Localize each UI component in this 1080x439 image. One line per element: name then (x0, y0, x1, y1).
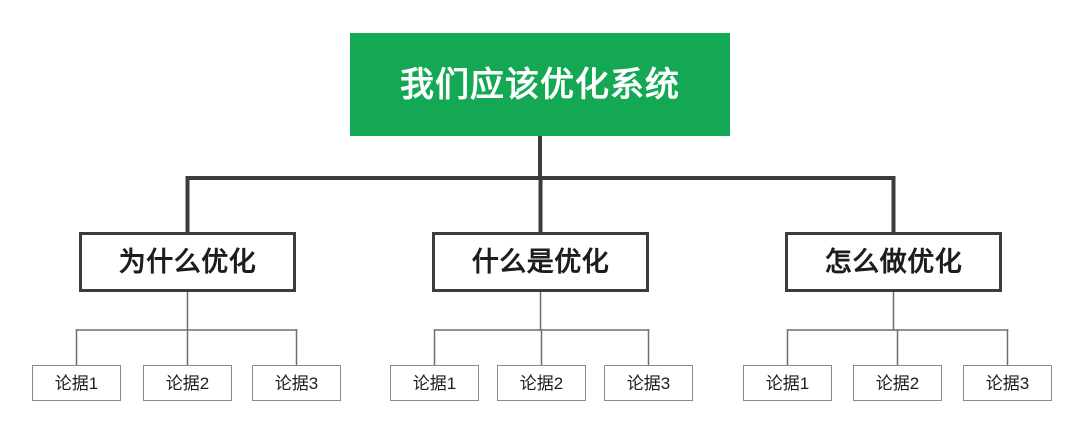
leaf-node-1-2[interactable]: 论据3 (604, 365, 693, 401)
leaf-node-1-0-label: 论据1 (412, 373, 457, 393)
leaf-node-0-1[interactable]: 论据2 (143, 365, 232, 401)
branch-node-1[interactable]: 什么是优化 (432, 232, 649, 292)
leaf-node-1-1-label: 论据2 (519, 373, 564, 393)
leaf-node-0-0-label: 论据1 (54, 373, 99, 393)
branch-node-1-label: 什么是优化 (471, 246, 610, 277)
leaf-node-1-1[interactable]: 论据2 (497, 365, 586, 401)
leaf-node-1-2-label: 论据3 (626, 373, 671, 393)
leaf-node-0-0[interactable]: 论据1 (32, 365, 121, 401)
leaf-node-2-2[interactable]: 论据3 (963, 365, 1052, 401)
root-node-label: 我们应该优化系统 (400, 65, 680, 104)
leaf-node-2-1[interactable]: 论据2 (853, 365, 942, 401)
leaf-node-2-0[interactable]: 论据1 (743, 365, 832, 401)
leaf-node-0-1-label: 论据2 (165, 373, 210, 393)
branch-node-2-label: 怎么做优化 (824, 246, 963, 277)
leaf-node-1-0[interactable]: 论据1 (390, 365, 479, 401)
branch-node-2[interactable]: 怎么做优化 (785, 232, 1002, 292)
leaf-node-2-2-label: 论据3 (985, 373, 1030, 393)
root-node[interactable]: 我们应该优化系统 (350, 33, 730, 136)
leaf-node-0-2-label: 论据3 (274, 373, 319, 393)
branch-node-0-label: 为什么优化 (118, 246, 257, 277)
leaf-node-2-1-label: 论据2 (875, 373, 920, 393)
leaf-node-2-0-label: 论据1 (765, 373, 810, 393)
branch-node-0[interactable]: 为什么优化 (79, 232, 296, 292)
leaf-node-0-2[interactable]: 论据3 (252, 365, 341, 401)
